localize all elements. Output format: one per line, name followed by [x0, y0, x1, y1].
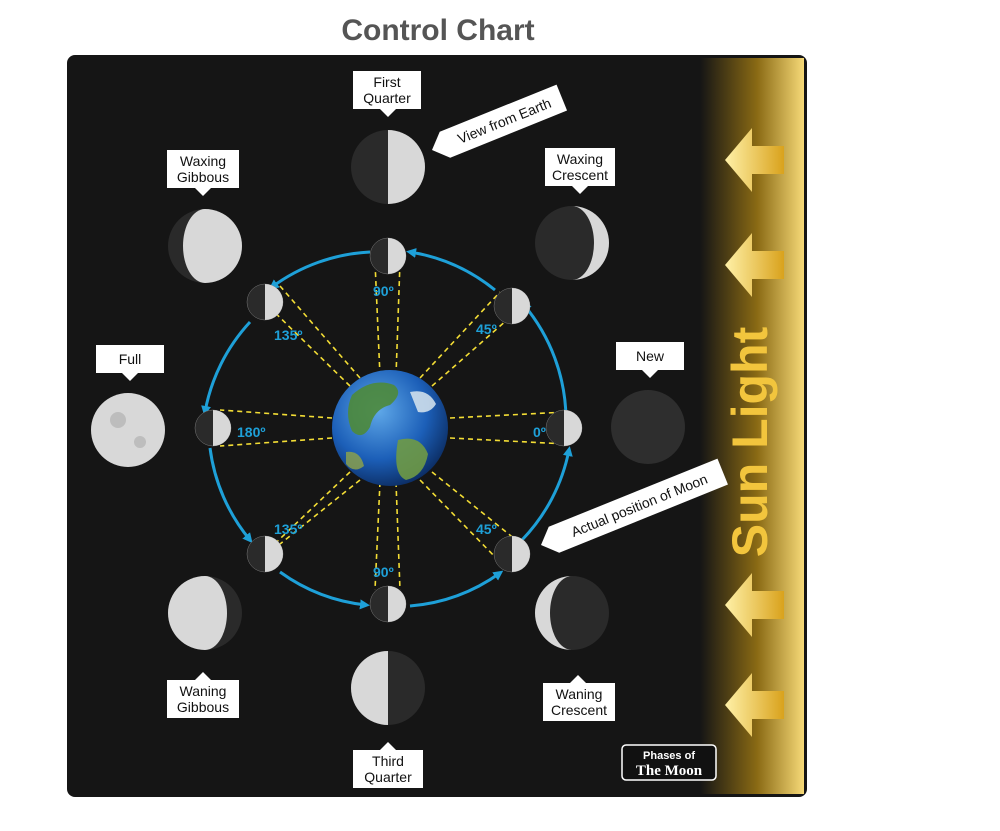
angle-label-lower-left: 135º [274, 521, 302, 537]
label-first-quarter-line1: First [373, 74, 400, 90]
label-waning-gibbous-line1: Waning [180, 683, 227, 699]
label-waning-gibbous: Waning Gibbous [167, 672, 239, 718]
orbit-path [201, 248, 573, 610]
label-waning-crescent-line2: Crescent [551, 702, 607, 718]
moon-waxing-gibbous [168, 209, 242, 283]
orbit-moon [493, 535, 531, 573]
label-first-quarter: First Quarter [353, 71, 421, 117]
label-waxing-gibbous-line2: Gibbous [177, 169, 229, 185]
phase-moons [91, 130, 685, 725]
phases-of-the-moon-badge: Phases of The Moon [621, 744, 717, 781]
sun-arrow-icon [725, 128, 784, 192]
sun-arrow-icon [725, 573, 784, 637]
angle-label-top: 90º [373, 283, 394, 299]
orbit-moon [369, 585, 407, 623]
sun-arrow-icon [725, 233, 784, 297]
moon-waning-crescent [535, 576, 609, 650]
angle-label-upper-left: 135º [274, 327, 302, 343]
angle-label-bottom: 90º [373, 564, 394, 580]
label-full: Full [96, 345, 164, 381]
moon-full [91, 393, 165, 467]
label-third-quarter-line1: Third [372, 753, 404, 769]
orbit-moons [194, 237, 583, 623]
label-new: New [616, 342, 684, 378]
earth [332, 370, 448, 486]
angle-label-upper-right: 45º [476, 321, 497, 337]
label-waning-crescent-line1: Waning [556, 686, 603, 702]
label-waxing-crescent-line1: Waxing [557, 151, 603, 167]
moon-waning-gibbous [168, 576, 242, 650]
label-waxing-crescent: Waxing Crescent [545, 148, 615, 194]
label-waning-gibbous-line2: Gibbous [177, 699, 229, 715]
badge-line2: The Moon [636, 763, 703, 779]
label-first-quarter-line2: Quarter [363, 90, 411, 106]
orbit-moon [246, 535, 284, 573]
angle-label-left: 180º [237, 424, 265, 440]
label-waxing-gibbous: Waxing Gibbous [167, 150, 239, 196]
orbit-moon [246, 283, 284, 321]
moon-waxing-crescent [535, 206, 609, 280]
label-full-text: Full [119, 351, 142, 367]
sun-light-label: Sun Light [722, 326, 778, 557]
orbit-moon [493, 287, 531, 325]
sun-arrows [725, 128, 784, 737]
moon-new [611, 390, 685, 464]
page-title: Control Chart [341, 14, 535, 47]
label-third-quarter-line2: Quarter [364, 769, 412, 785]
label-waxing-gibbous-line1: Waxing [180, 153, 226, 169]
sun-arrow-icon [725, 673, 784, 737]
angle-label-right: 0º [533, 424, 546, 440]
label-third-quarter: Third Quarter [353, 742, 423, 788]
badge-line1: Phases of [643, 750, 695, 762]
orbit-moon [369, 237, 407, 275]
label-new-text: New [636, 348, 665, 364]
label-waxing-crescent-line2: Crescent [552, 167, 608, 183]
orbit-moon [545, 409, 583, 447]
moon-third-quarter [351, 651, 425, 725]
label-waning-crescent: Waning Crescent [543, 675, 615, 721]
moon-first-quarter [351, 130, 425, 204]
orbit-moon [194, 409, 232, 447]
angle-label-lower-right: 45º [476, 521, 497, 537]
